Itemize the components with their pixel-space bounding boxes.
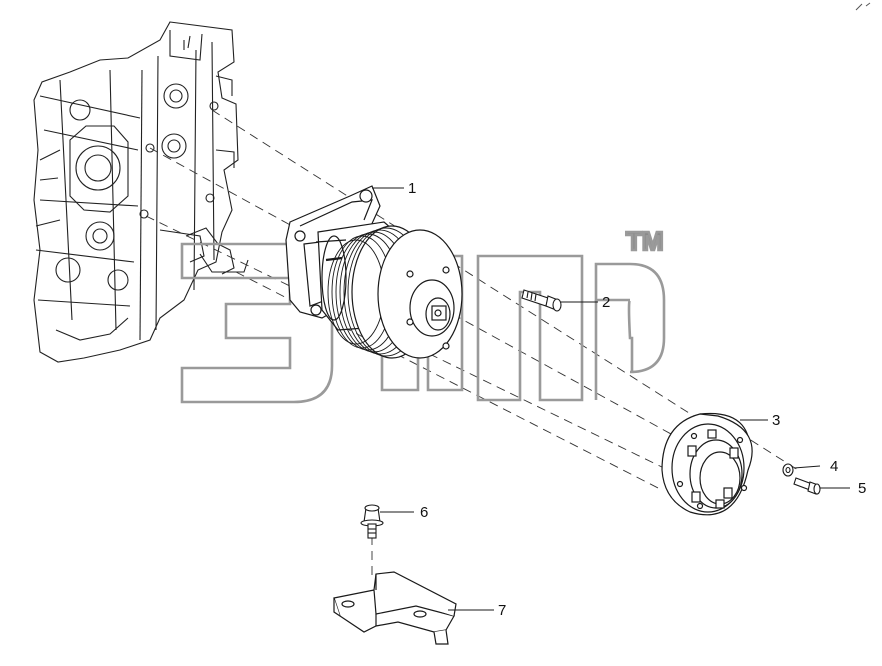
callout-6: 6 [420,504,428,521]
bracket-part-7 [333,571,457,645]
bolt-part-2 [521,289,562,312]
corner-mark [855,2,871,11]
pulley-spacer [661,412,753,516]
flange-bolt-part-6 [360,504,384,539]
callout-5: 5 [858,480,866,497]
callout-2: 2 [602,294,610,311]
washer-part-4 [782,463,794,477]
callout-4: 4 [830,458,838,475]
callout-3: 3 [772,412,780,429]
engine-block [33,21,249,363]
screw-part-5 [793,477,821,495]
trademark-text: TM [626,226,664,256]
leader-lines [372,187,850,611]
water-pump [285,185,463,359]
callout-1: 1 [408,180,416,197]
callout-7: 7 [498,602,506,619]
